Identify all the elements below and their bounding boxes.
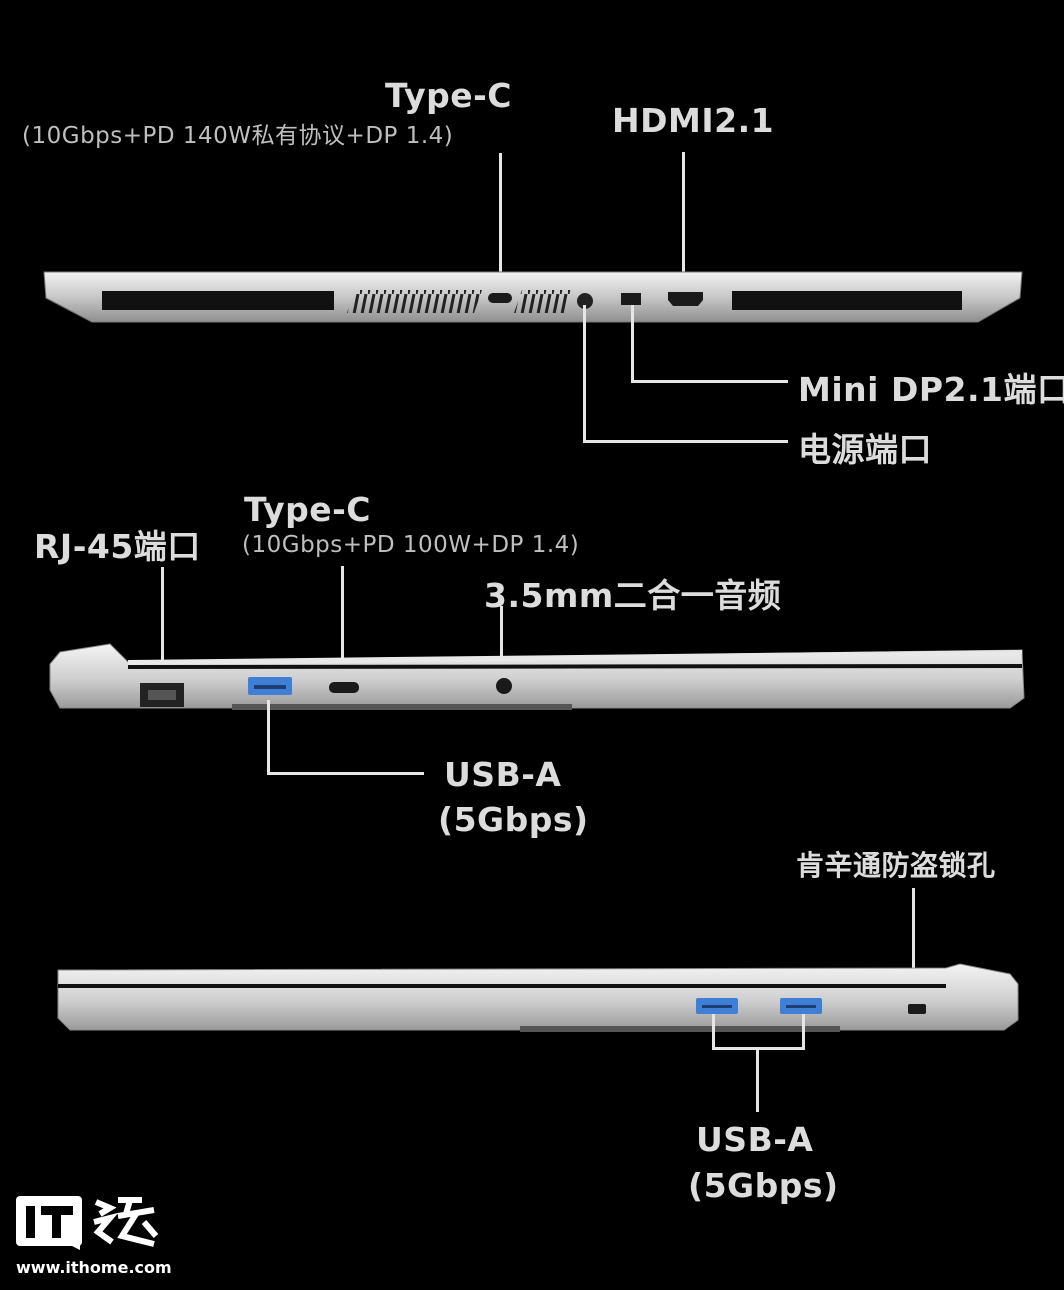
power-port xyxy=(577,293,593,309)
laptop-left-view xyxy=(49,643,1025,710)
back-typec-port xyxy=(488,293,512,303)
lock-leader xyxy=(912,888,915,983)
right-usba-bracket-stem xyxy=(756,1047,759,1112)
rj45-label: RJ-45端口 xyxy=(34,527,201,566)
right-usba-bracket-left xyxy=(712,1014,715,1050)
left-typec-leader xyxy=(341,566,344,684)
laptop-back-view xyxy=(43,271,1023,323)
left-typec-port xyxy=(329,682,359,693)
mini-dp-leader-v xyxy=(631,305,634,383)
left-usba-leader-h xyxy=(267,772,424,775)
rj45-leader xyxy=(161,567,164,685)
power-leader-v xyxy=(583,305,586,443)
mini-dp-leader-h xyxy=(631,380,788,383)
power-leader-h xyxy=(583,440,788,443)
mini-dp-label: Mini DP2.1端口 xyxy=(798,370,1064,409)
right-usba-spec: (5Gbps) xyxy=(688,1166,839,1205)
ithome-logo-icon xyxy=(16,1196,159,1250)
audio-jack xyxy=(496,678,512,694)
right-usba-bracket-right xyxy=(802,1014,805,1050)
back-hdmi-leader xyxy=(682,152,685,282)
hdmi-port xyxy=(668,292,703,306)
power-label: 电源端口 xyxy=(798,430,932,469)
left-usba-leader-v xyxy=(267,700,270,775)
back-typec-spec: (10Gbps+PD 140W私有协议+DP 1.4) xyxy=(22,123,454,149)
kensington-lock-slot xyxy=(908,1004,926,1014)
audio-leader xyxy=(500,606,503,684)
left-typec-title: Type-C xyxy=(244,490,372,529)
mini-dp-port xyxy=(621,293,641,305)
lock-label: 肯辛通防盗锁孔 xyxy=(796,849,996,882)
left-typec-spec: (10Gbps+PD 100W+DP 1.4) xyxy=(242,532,580,558)
back-typec-leader xyxy=(499,153,502,279)
back-typec-title: Type-C xyxy=(385,76,513,115)
right-usba-title: USB-A xyxy=(696,1120,814,1159)
back-hdmi-label: HDMI2.1 xyxy=(612,101,775,140)
left-usba-title: USB-A xyxy=(444,755,562,794)
left-usba-spec: (5Gbps) xyxy=(438,800,589,839)
audio-label: 3.5mm二合一音频 xyxy=(484,576,782,615)
watermark-url: www.ithome.com xyxy=(16,1258,172,1277)
laptop-right-view xyxy=(57,963,1019,1032)
